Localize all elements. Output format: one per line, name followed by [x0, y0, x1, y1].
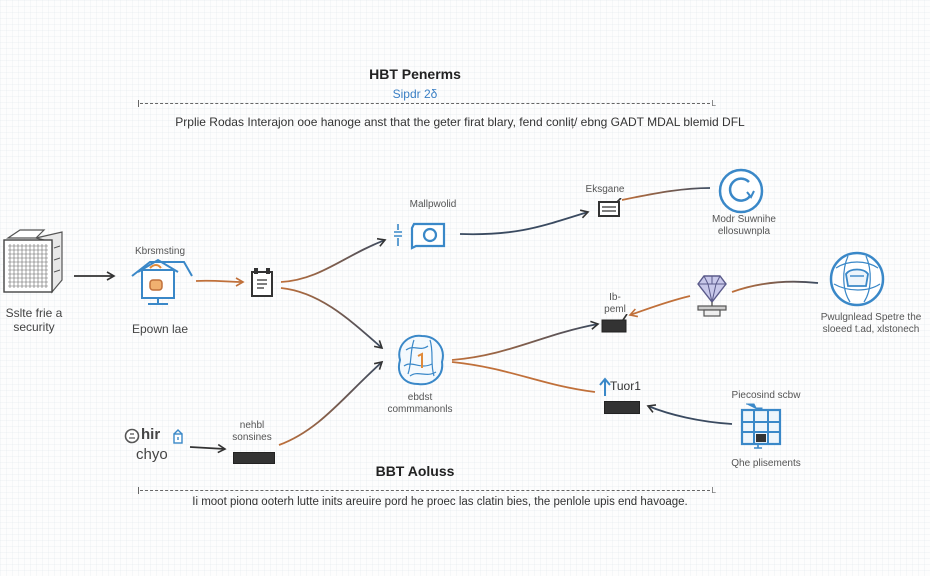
refresh-label-line1: Modr Suwnihe [712, 214, 776, 225]
refresh-circle-icon [718, 168, 764, 214]
brain-network-icon [398, 334, 444, 386]
monitor-label-top: Kbrsmsting [134, 246, 185, 257]
nehbl-label-line1: nehbl [239, 420, 265, 431]
monitor-label-bottom: Epown lae [131, 322, 189, 336]
edge-brain-to-tuor [451, 361, 596, 393]
ppent-label-line1: Ib- [609, 292, 621, 303]
edge-brain-to-ppent [451, 320, 600, 361]
edge-building-to-tuor [646, 404, 733, 425]
hir-label-line1: hir [141, 426, 161, 443]
globe-label-line2: sloeed t.ad, xlstonech [822, 324, 920, 335]
user-lock-icon [124, 428, 140, 444]
building-icon [740, 403, 782, 449]
edge-eksgane-to-refresh [621, 187, 711, 201]
node-monitor[interactable] [128, 258, 194, 313]
clipboard-icon [251, 268, 273, 297]
upload-bar-icon [599, 377, 611, 396]
server-label-line2: security [13, 320, 55, 334]
globe-icon [829, 251, 885, 307]
node-tuor[interactable] [598, 376, 612, 403]
node-brain[interactable] [390, 330, 450, 395]
edge-globe-to-lamp [731, 280, 819, 293]
node-eksgane[interactable] [597, 197, 623, 223]
node-mailpwold[interactable] [390, 218, 450, 255]
brain-label-line1: ebdst [407, 392, 433, 403]
edge-lamp-to-ppent [628, 295, 691, 318]
terminal-bar-icon [601, 313, 628, 333]
card-window-icon [598, 197, 622, 217]
building-label-top: Piecosind scbw [731, 390, 801, 401]
node-lamp[interactable] [692, 272, 732, 325]
node-clipboard[interactable] [248, 266, 276, 303]
edge-hir-to-nehbl [189, 443, 227, 454]
header-description: Prplie Rodas Interajon ooe hanoge anst t… [175, 115, 745, 129]
tuor-bar [604, 401, 640, 414]
mailbox-icon [394, 222, 446, 250]
node-ppent[interactable] [601, 313, 631, 339]
node-building[interactable] [738, 402, 786, 457]
node-server[interactable] [0, 228, 70, 303]
diagram-title: HBT Penerms [369, 66, 461, 82]
dark-bar-icon[interactable] [233, 452, 275, 464]
node-refresh[interactable] [716, 166, 766, 221]
edge-clipboard-to-mailpwold [280, 237, 387, 283]
edge-nehbl-to-brain [278, 360, 384, 446]
nehbl-label-line2: sonsines [232, 432, 272, 443]
edge-mailpwold-to-eksgane [459, 209, 590, 236]
ppent-label-line2: peml [604, 304, 626, 315]
diamond-lamp-icon [697, 275, 727, 317]
mailpwold-label: Mallpwolid [409, 199, 457, 210]
house-monitor-icon [131, 258, 193, 305]
eksgane-label: Eksgane [585, 184, 625, 195]
refresh-label-line2: ellosuwnpla [717, 226, 771, 237]
brain-label-line2: commmanonls [387, 404, 453, 415]
hir-label-line2: chyo [136, 446, 168, 463]
footer-description: Ii moot pionɑ ooterh lutte inits areuire… [192, 496, 688, 508]
server-label-line1: Sslte frie a [5, 306, 63, 320]
tuor-label: Tuor1 [610, 379, 641, 393]
header-divider: L [138, 99, 716, 108]
diagram-subtitle: Sipdr 2δ [392, 87, 438, 101]
globe-label-line1: Pwulgnlead Spetre the [820, 312, 922, 323]
node-globe[interactable] [828, 250, 886, 313]
lock-icon [173, 429, 183, 444]
building-label-bottom: Qhe plisements [731, 458, 801, 469]
footer-title: BBT Aoluss [375, 463, 455, 479]
server-rack-icon [3, 229, 63, 294]
footer-divider: L [138, 486, 716, 495]
edge-monitor-to-clipboard [195, 277, 245, 287]
edge-clipboard-to-brain [280, 287, 384, 350]
